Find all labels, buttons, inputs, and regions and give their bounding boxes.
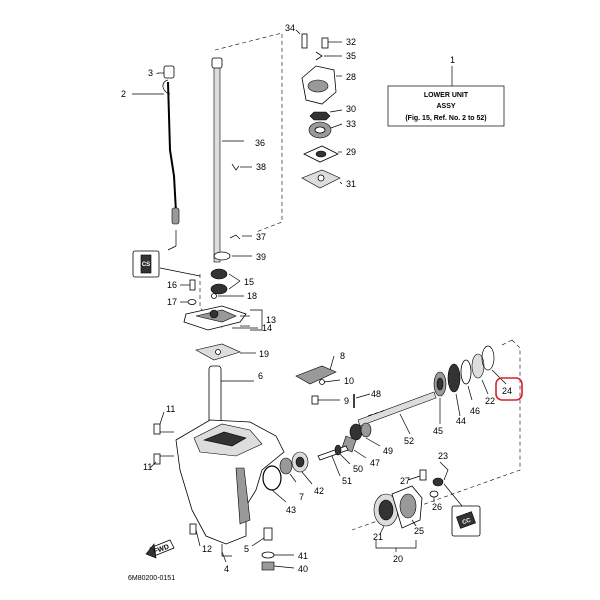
callout-29: 29 bbox=[346, 147, 356, 157]
callout-27: 27 bbox=[400, 476, 410, 486]
water-tube-6 bbox=[208, 365, 222, 425]
callout-25: 25 bbox=[414, 526, 424, 536]
o-ring-24 bbox=[481, 345, 495, 371]
callout-51: 51 bbox=[342, 476, 352, 486]
title-line-1: LOWER UNIT bbox=[424, 92, 469, 99]
callout-36: 36 bbox=[255, 138, 265, 148]
callout-32: 32 bbox=[346, 37, 356, 47]
callout-9: 9 bbox=[344, 396, 349, 406]
callout-1: 1 bbox=[450, 55, 455, 65]
svg-text:CC: CC bbox=[462, 517, 473, 526]
callout-13: 13 bbox=[266, 315, 276, 325]
upper-dash-frame bbox=[214, 32, 283, 233]
title-line-2: ASSY bbox=[436, 103, 455, 110]
svg-text:FWD: FWD bbox=[153, 544, 170, 556]
bearing-15: 15 bbox=[210, 268, 254, 295]
callout-39: 39 bbox=[256, 252, 266, 262]
callout-34: 34 bbox=[285, 23, 295, 33]
callout-14: 14 bbox=[262, 323, 272, 333]
callout-35: 35 bbox=[346, 51, 356, 61]
pump-housing-13-14: 13 14 bbox=[183, 305, 276, 333]
callout-19: 19 bbox=[259, 349, 269, 359]
shift-rod-nut bbox=[163, 65, 175, 79]
bearing-44 bbox=[447, 363, 461, 393]
drive-shaft: 36 bbox=[211, 57, 265, 263]
callout-8: 8 bbox=[340, 351, 345, 361]
callout-11a: 11 bbox=[166, 404, 175, 414]
callout-24: 24 bbox=[502, 386, 512, 396]
forward-gear-45: 45 bbox=[433, 371, 447, 436]
callout-7: 7 bbox=[299, 492, 304, 502]
highlight-callout-24 bbox=[495, 377, 523, 401]
callout-26: 26 bbox=[432, 502, 442, 512]
pump-cover-group: 34 32 35 28 30 33 29 31 bbox=[285, 23, 356, 189]
callout-37: 37 bbox=[256, 232, 266, 242]
callout-31: 31 bbox=[346, 179, 356, 189]
callout-18: 18 bbox=[247, 291, 257, 301]
svg-text:CS: CS bbox=[142, 262, 150, 268]
callout-30: 30 bbox=[346, 104, 356, 114]
title-line-3: (Fig. 15, Ref. No. 2 to 52) bbox=[405, 115, 486, 122]
diagram-code: 6M80200-0151 bbox=[128, 575, 175, 582]
gasket-19: 19 bbox=[195, 343, 269, 361]
callout-52: 52 bbox=[404, 436, 414, 446]
callout-12: 12 bbox=[202, 544, 212, 554]
shift-rod-group: 2 3 - bbox=[121, 65, 180, 251]
prop-shaft-dash-frame bbox=[351, 339, 521, 531]
callout-43: 43 bbox=[286, 505, 296, 515]
callout-2: 2 bbox=[121, 89, 126, 99]
callout-47: 47 bbox=[370, 458, 380, 468]
svg-text:-: - bbox=[156, 68, 159, 78]
title-box: LOWER UNIT ASSY (Fig. 15, Ref. No. 2 to … bbox=[387, 55, 505, 127]
callout-20: 20 bbox=[393, 554, 403, 564]
callout-42: 42 bbox=[314, 486, 324, 496]
callout-49: 49 bbox=[383, 446, 393, 456]
callout-10: 10 bbox=[344, 376, 354, 386]
callout-15: 15 bbox=[244, 277, 254, 287]
callout-4: 4 bbox=[224, 564, 229, 574]
callout-23: 23 bbox=[438, 451, 448, 461]
callout-5: 5 bbox=[244, 544, 249, 554]
callout-11b: 11 bbox=[143, 462, 152, 472]
callout-6: 6 bbox=[258, 371, 263, 381]
fwd-arrow-icon: FWD bbox=[145, 539, 175, 559]
dog-clutch-49: 49 bbox=[349, 422, 393, 456]
callout-41: 41 bbox=[298, 551, 308, 561]
lower-casing-4: 4 bbox=[175, 419, 285, 574]
propeller-shaft-52: 52 bbox=[357, 391, 437, 446]
callout-21: 21 bbox=[373, 532, 383, 542]
callout-50: 50 bbox=[353, 464, 363, 474]
callout-33: 33 bbox=[346, 119, 356, 129]
callout-17: 17 bbox=[167, 297, 177, 307]
callout-46: 46 bbox=[470, 406, 480, 416]
callout-3: 3 bbox=[148, 68, 153, 78]
callout-44: 44 bbox=[456, 416, 466, 426]
bearing-housing-20: 21 25 20 bbox=[373, 485, 424, 564]
callout-38: 38 bbox=[256, 162, 266, 172]
callout-40: 40 bbox=[298, 564, 308, 574]
callout-16: 16 bbox=[167, 280, 177, 290]
sealant-cs-icon: CS bbox=[132, 250, 201, 278]
callout-45: 45 bbox=[433, 426, 443, 436]
callout-28: 28 bbox=[346, 72, 356, 82]
sealant-cc-icon: CC bbox=[443, 483, 481, 537]
callout-22: 22 bbox=[485, 396, 495, 406]
shift-cam-group: 8 10 9 bbox=[295, 351, 354, 406]
callout-48: 48 bbox=[371, 389, 381, 399]
